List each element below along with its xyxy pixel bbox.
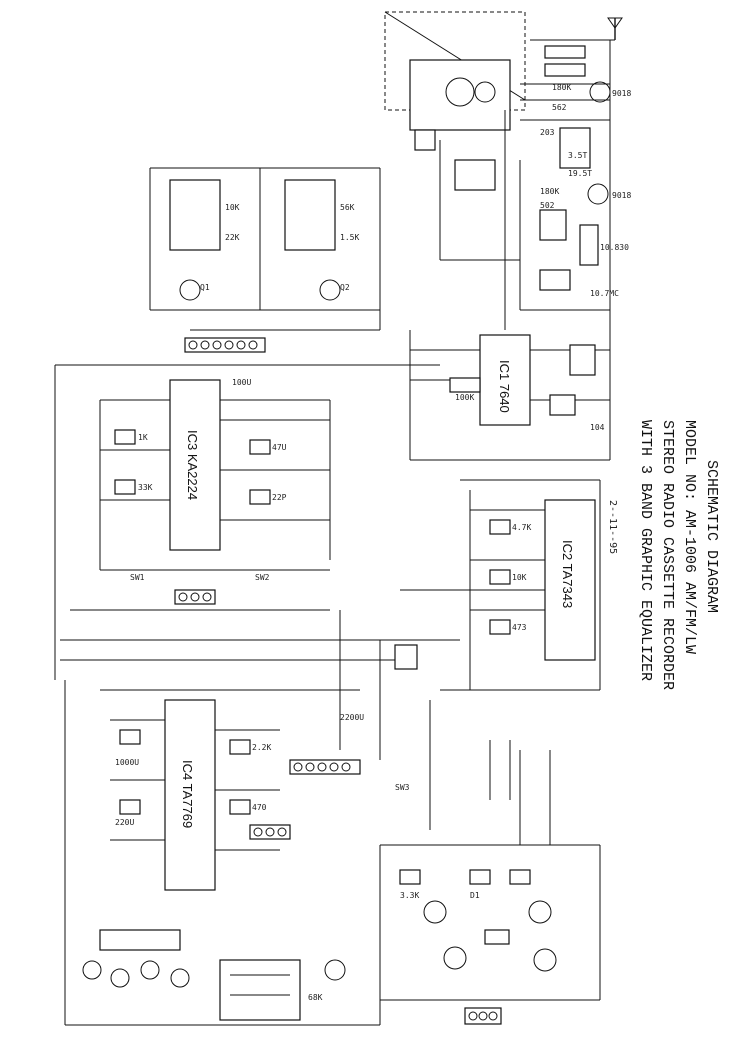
label-r14: 2.2K bbox=[252, 743, 271, 752]
title-block: SCHEMATIC DIAGRAM MODEL NO: AM-1006 AM/F… bbox=[637, 420, 720, 690]
ic3-section: IC3 KA2224 1K 33K 47U 22P 100U SW1 SW2 bbox=[54, 364, 440, 680]
ic2-label: IC2 TA7343 bbox=[560, 540, 575, 608]
label-q2: 9018 bbox=[612, 191, 631, 200]
ic1-label: IC1 7640 bbox=[497, 360, 512, 413]
label-q4: Q2 bbox=[340, 283, 350, 292]
label-r8: 10K bbox=[225, 203, 240, 212]
label-r19: 3.3K bbox=[400, 891, 419, 900]
label-r2: 562 bbox=[552, 103, 567, 112]
label-c1: 10.7MC bbox=[590, 289, 619, 298]
label-q1: 9018 bbox=[612, 89, 631, 98]
label-c7: 47U bbox=[272, 443, 287, 452]
label-c8: 100U bbox=[232, 378, 251, 387]
label-c5: 473 bbox=[512, 623, 527, 632]
label-r16: 56K bbox=[340, 203, 355, 212]
label-r6: 180K bbox=[540, 187, 559, 196]
label-r18: 1.5K bbox=[340, 233, 359, 242]
ic2-chip bbox=[544, 499, 596, 661]
power-section: 3.3K D1 bbox=[379, 750, 601, 1025]
label-r9: 100K bbox=[455, 393, 474, 402]
label-r4: 3.5T bbox=[568, 151, 587, 160]
label-r7: 502 bbox=[540, 201, 555, 210]
title-line-3: STEREO RADIO CASSETTE RECORDER bbox=[659, 420, 676, 690]
title-date: 2--11--95 bbox=[607, 500, 618, 554]
tuner-section: 180K 562 203 3.5T 19.5T 180K 502 9018 90… bbox=[384, 11, 631, 330]
ic4-chip bbox=[164, 699, 216, 891]
label-r12: 1K bbox=[138, 433, 148, 442]
label-r3: 203 bbox=[540, 128, 555, 137]
label-r15: 470 bbox=[252, 803, 267, 812]
ic1-section: IC1 7640 100K 104 bbox=[409, 310, 611, 461]
label-c2: 10.830 bbox=[600, 243, 629, 252]
label-r1: 180K bbox=[552, 83, 571, 92]
ic3-label: IC3 KA2224 bbox=[185, 430, 200, 500]
label-c3: 22P bbox=[272, 493, 287, 502]
label-r13: 33K bbox=[138, 483, 153, 492]
label-r5: 19.5T bbox=[568, 169, 592, 178]
eq-section: 10K 22K 56K 1.5K Q1 Q2 bbox=[149, 167, 381, 353]
title-line-2: MODEL NO: AM-1006 AM/FM/LW bbox=[681, 420, 698, 654]
label-q5: D1 bbox=[470, 891, 480, 900]
label-sw1: SW1 bbox=[130, 573, 145, 582]
ic1-chip bbox=[479, 334, 531, 426]
title-line-4: WITH 3 BAND GRAPHIC EQUALIZER bbox=[637, 420, 654, 681]
ic3-chip bbox=[169, 379, 221, 551]
label-r17: 10K bbox=[512, 573, 527, 582]
label-c9: 1000U bbox=[115, 758, 139, 767]
label-q3: Q1 bbox=[200, 283, 210, 292]
label-r20: 68K bbox=[308, 993, 323, 1002]
interconnect-wiring: SW3 2200U bbox=[60, 610, 511, 830]
ic2-section: IC2 TA7343 4.7K 10K 473 bbox=[400, 479, 601, 691]
label-r11: 22K bbox=[225, 233, 240, 242]
label-c6: 220U bbox=[115, 818, 134, 827]
label-sw2: SW2 bbox=[255, 573, 270, 582]
ic4-label: IC4 TA7769 bbox=[180, 760, 195, 828]
title-line-1: SCHEMATIC DIAGRAM bbox=[703, 460, 720, 613]
label-sw3: SW3 bbox=[395, 783, 410, 792]
label-c10: 2200U bbox=[340, 713, 364, 722]
label-c4: 104 bbox=[590, 423, 605, 432]
label-r10: 4.7K bbox=[512, 523, 531, 532]
ic4-section: IC4 TA7769 1000U 220U 2.2K 470 68K bbox=[64, 680, 380, 1026]
